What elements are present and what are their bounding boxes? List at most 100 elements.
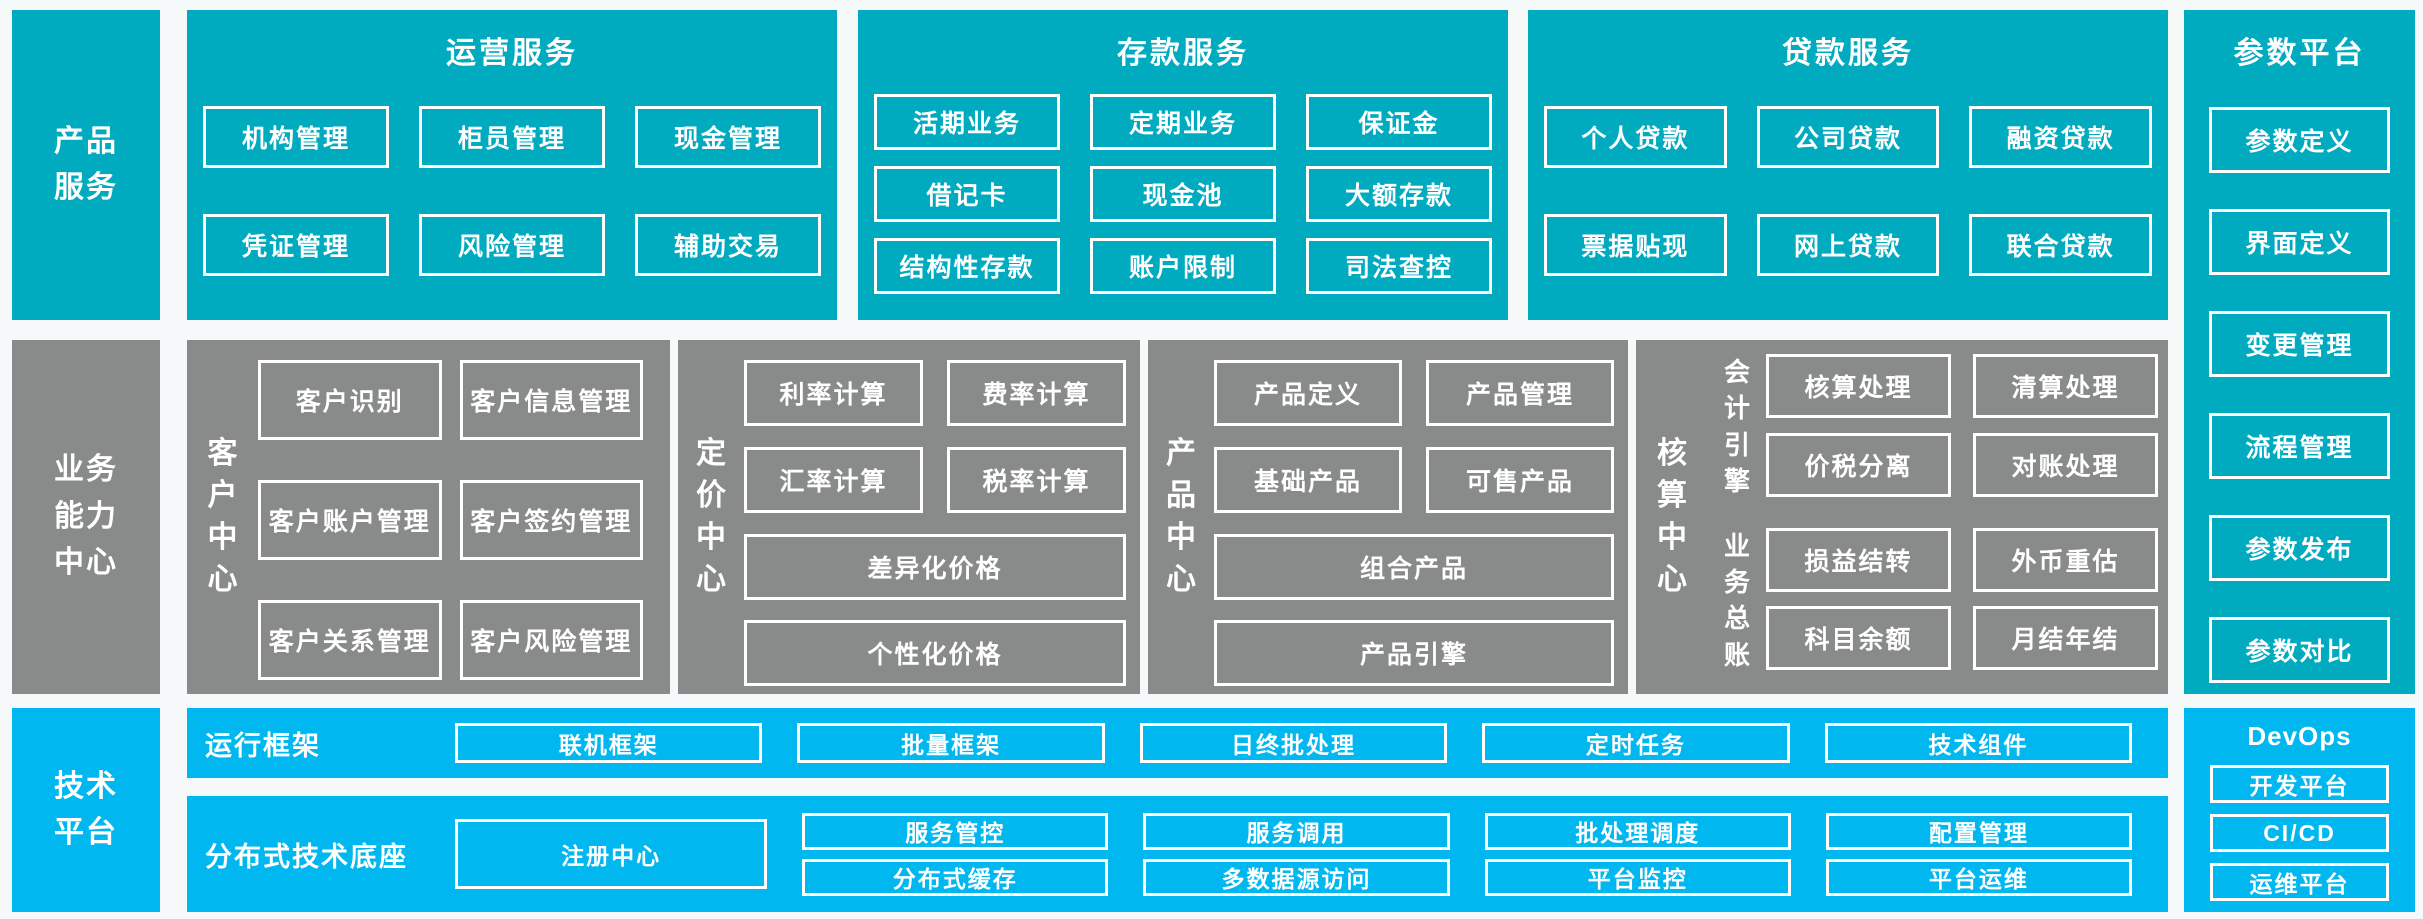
devops-panel: DevOps 开发平台 CI/CD 运维平台 xyxy=(2184,708,2415,912)
runtime-framework-bar: 运行框架 联机框架 批量框架 日终批处理 定时任务 技术组件 xyxy=(187,708,2168,778)
customer-center-grid: 客户识别 客户信息管理 客户账户管理 客户签约管理 客户关系管理 客户风险管理 xyxy=(258,360,643,694)
service-box: 界面定义 xyxy=(2209,209,2390,275)
rail-label-line: 技术 xyxy=(54,769,118,803)
service-box: 注册中心 xyxy=(455,819,768,889)
service-box: 价税分离 xyxy=(1766,432,1951,497)
loans-grid: 个人贷款 公司贷款 融资贷款 票据贴现 网上贷款 联合贷款 xyxy=(1528,106,2168,276)
deposits-panel: 存款服务 活期业务 定期业务 保证金 借记卡 现金池 大额存款 结构性存款 账户… xyxy=(858,10,1508,320)
service-box: 参数对比 xyxy=(2209,617,2390,683)
service-box: 参数发布 xyxy=(2209,515,2390,581)
service-box: 现金池 xyxy=(1090,166,1276,222)
service-box: 客户风险管理 xyxy=(459,600,643,680)
rail-label: 技术 平台 xyxy=(54,764,118,857)
product-center-grid: 产品定义 产品管理 基础产品 可售产品 组合产品 产品引擎 xyxy=(1214,360,1614,694)
business-ledger-group: 业务总账 损益结转 外币重估 科目余额 月结年结 xyxy=(1708,527,2158,674)
service-box: 结构性存款 xyxy=(874,238,1060,294)
rail-label: 业务 能力 中心 xyxy=(54,447,118,587)
service-box: 平台运维 xyxy=(1825,858,2133,896)
customer-center-label: 客户中心 xyxy=(207,437,238,596)
service-box: 现金管理 xyxy=(635,106,821,168)
rail-label-line: 平台 xyxy=(54,816,118,849)
deposits-grid: 活期业务 定期业务 保证金 借记卡 现金池 大额存款 结构性存款 账户限制 司法… xyxy=(858,94,1508,294)
service-box: 多数据源访问 xyxy=(1143,858,1450,896)
rail-label-line: 服务 xyxy=(54,171,118,204)
devops-stack: 开发平台 CI/CD 运维平台 xyxy=(2184,752,2415,901)
accounting-engine-group: 会计引擎 核算处理 清算处理 价税分离 对账处理 xyxy=(1708,354,2158,500)
accounting-center-label: 核算中心 xyxy=(1657,437,1687,596)
rail-label: 产品 服务 xyxy=(54,119,118,212)
tech-platform-rail: 技术 平台 xyxy=(12,708,160,912)
pricing-center-grid: 利率计算 费率计算 汇率计算 税率计算 差异化价格 个性化价格 xyxy=(744,360,1126,694)
service-box: 客户账户管理 xyxy=(258,480,442,560)
service-box: 票据贴现 xyxy=(1544,214,1727,276)
operations-grid: 机构管理 柜员管理 现金管理 凭证管理 风险管理 辅助交易 xyxy=(187,106,837,276)
rail-label-line: 中心 xyxy=(54,546,118,580)
business-ledger-label: 业务总账 xyxy=(1723,530,1750,670)
panel-title: 参数平台 xyxy=(2233,37,2366,70)
service-box: CI/CD xyxy=(2210,814,2389,852)
service-box: 凭证管理 xyxy=(203,214,389,276)
service-box: 组合产品 xyxy=(1214,533,1614,600)
service-box: 个人贷款 xyxy=(1544,106,1727,168)
service-box: 对账处理 xyxy=(1973,432,2158,497)
service-box: 网上贷款 xyxy=(1756,214,1940,276)
service-box: 定期业务 xyxy=(1090,94,1276,150)
service-box: 风险管理 xyxy=(419,214,605,276)
service-box: 客户关系管理 xyxy=(258,600,442,680)
service-box: 个性化价格 xyxy=(744,620,1126,687)
service-box: 费率计算 xyxy=(947,360,1126,426)
service-box: 批量框架 xyxy=(797,723,1105,763)
service-box: 差异化价格 xyxy=(744,533,1126,600)
operations-panel: 运营服务 机构管理 柜员管理 现金管理 凭证管理 风险管理 辅助交易 xyxy=(187,10,837,320)
accounting-center-groups: 会计引擎 核算处理 清算处理 价税分离 对账处理 业务总账 损益结转 外币重估 … xyxy=(1708,354,2158,694)
service-box: 辅助交易 xyxy=(635,214,821,276)
rail-label-line: 能力 xyxy=(54,499,118,533)
service-box: 科目余额 xyxy=(1766,606,1951,671)
runtime-framework-items: 联机框架 批量框架 日终批处理 定时任务 技术组件 xyxy=(455,723,2168,763)
accounting-center-panel: 核算中心 会计引擎 核算处理 清算处理 价税分离 对账处理 业务总账 损 xyxy=(1636,340,2168,694)
service-box: 定时任务 xyxy=(1482,723,1790,763)
product-center-label: 产品中心 xyxy=(1166,437,1196,596)
service-box: 账户限制 xyxy=(1090,238,1276,294)
rail-label-line: 业务 xyxy=(54,453,118,487)
service-box: 融资贷款 xyxy=(1969,106,2152,168)
service-box: 清算处理 xyxy=(1973,354,2158,418)
service-box: 技术组件 xyxy=(1824,723,2133,763)
service-box: 柜员管理 xyxy=(419,106,605,168)
accounting-engine-label: 会计引擎 xyxy=(1723,357,1750,497)
service-box: 客户识别 xyxy=(258,360,442,440)
service-box: 税率计算 xyxy=(947,446,1126,513)
product-center-panel: 产品中心 产品定义 产品管理 基础产品 可售产品 组合产品 产品引擎 xyxy=(1148,340,1628,694)
business-capability-rail: 业务 能力 中心 xyxy=(12,340,160,694)
service-box: 日终批处理 xyxy=(1139,723,1448,763)
service-box: 利率计算 xyxy=(744,360,923,426)
service-box: 配置管理 xyxy=(1825,812,2133,850)
service-box: 开发平台 xyxy=(2210,765,2389,803)
service-box: 司法查控 xyxy=(1306,238,1492,294)
customer-center-panel: 客户中心 客户识别 客户信息管理 客户账户管理 客户签约管理 客户关系管理 客户… xyxy=(187,340,670,694)
distributed-base-column: 批处理调度 平台监控 xyxy=(1484,812,1791,896)
panel-title: 运营服务 xyxy=(446,37,578,70)
service-box: 联合贷款 xyxy=(1969,214,2152,276)
service-box: 服务管控 xyxy=(802,812,1109,850)
distributed-base-column: 配置管理 平台运维 xyxy=(1825,812,2133,896)
panel-title: 贷款服务 xyxy=(1782,37,1914,70)
runtime-framework-label: 运行框架 xyxy=(205,730,321,761)
service-box: 服务调用 xyxy=(1143,812,1450,850)
service-box: 机构管理 xyxy=(203,106,389,168)
service-box: 公司贷款 xyxy=(1756,106,1940,168)
distributed-base-label: 分布式技术底座 xyxy=(205,841,408,872)
distributed-base-column: 服务调用 多数据源访问 xyxy=(1143,812,1450,896)
rail-label-line: 产品 xyxy=(54,124,118,158)
panel-title: DevOps xyxy=(2247,721,2352,751)
service-box: 客户信息管理 xyxy=(459,360,643,440)
service-box: 汇率计算 xyxy=(744,446,923,513)
panel-title: 存款服务 xyxy=(1117,37,1249,70)
accounting-engine-grid: 核算处理 清算处理 价税分离 对账处理 xyxy=(1766,354,2158,500)
service-box: 月结年结 xyxy=(1973,606,2158,671)
service-box: 活期业务 xyxy=(874,94,1060,150)
distributed-base-bar: 分布式技术底座 注册中心 服务管控 分布式缓存 服务调用 多数据源访问 批处理调… xyxy=(187,796,2168,912)
distributed-base-column: 服务管控 分布式缓存 xyxy=(802,812,1109,896)
parameter-platform-panel: 参数平台 参数定义 界面定义 变更管理 流程管理 参数发布 参数对比 xyxy=(2184,10,2415,694)
